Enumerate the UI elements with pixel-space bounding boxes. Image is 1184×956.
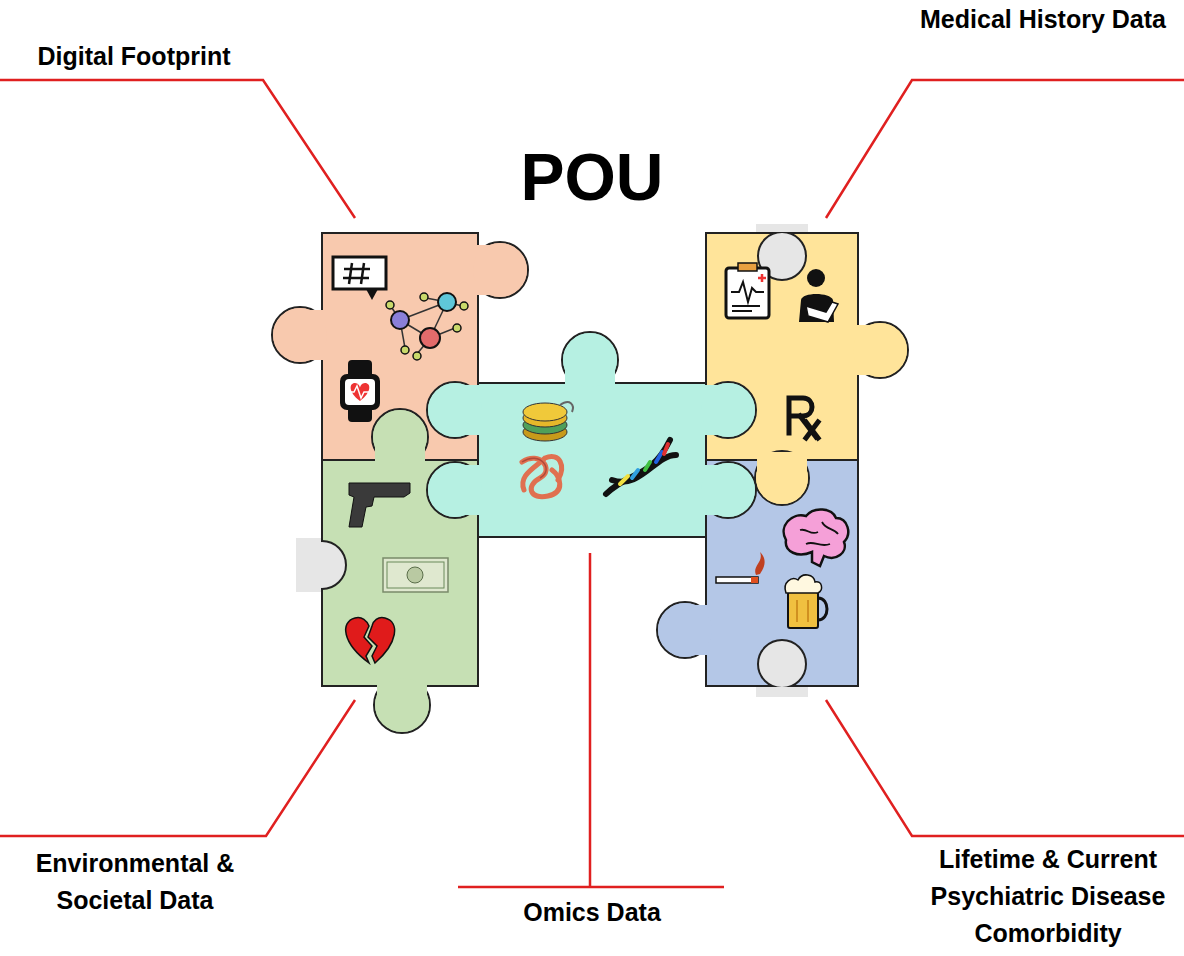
outer-circle: POU	[214, 92, 970, 848]
leader-lines	[0, 80, 1184, 887]
circle-title: POU	[214, 137, 970, 217]
category-label: Lifetime & Current Psychiatric Disease C…	[920, 841, 1176, 952]
psychiatric-icons	[716, 509, 848, 628]
category-label: Environmental & Societal Data	[10, 845, 260, 919]
medical-icons	[726, 263, 838, 438]
digital-icons	[333, 257, 468, 422]
category-label: Omics Data	[467, 894, 717, 931]
omics-icons	[522, 402, 676, 497]
environment-icons	[346, 483, 448, 663]
category-label: Medical History Data	[918, 1, 1168, 38]
category-label: Digital Footprint	[4, 38, 264, 75]
